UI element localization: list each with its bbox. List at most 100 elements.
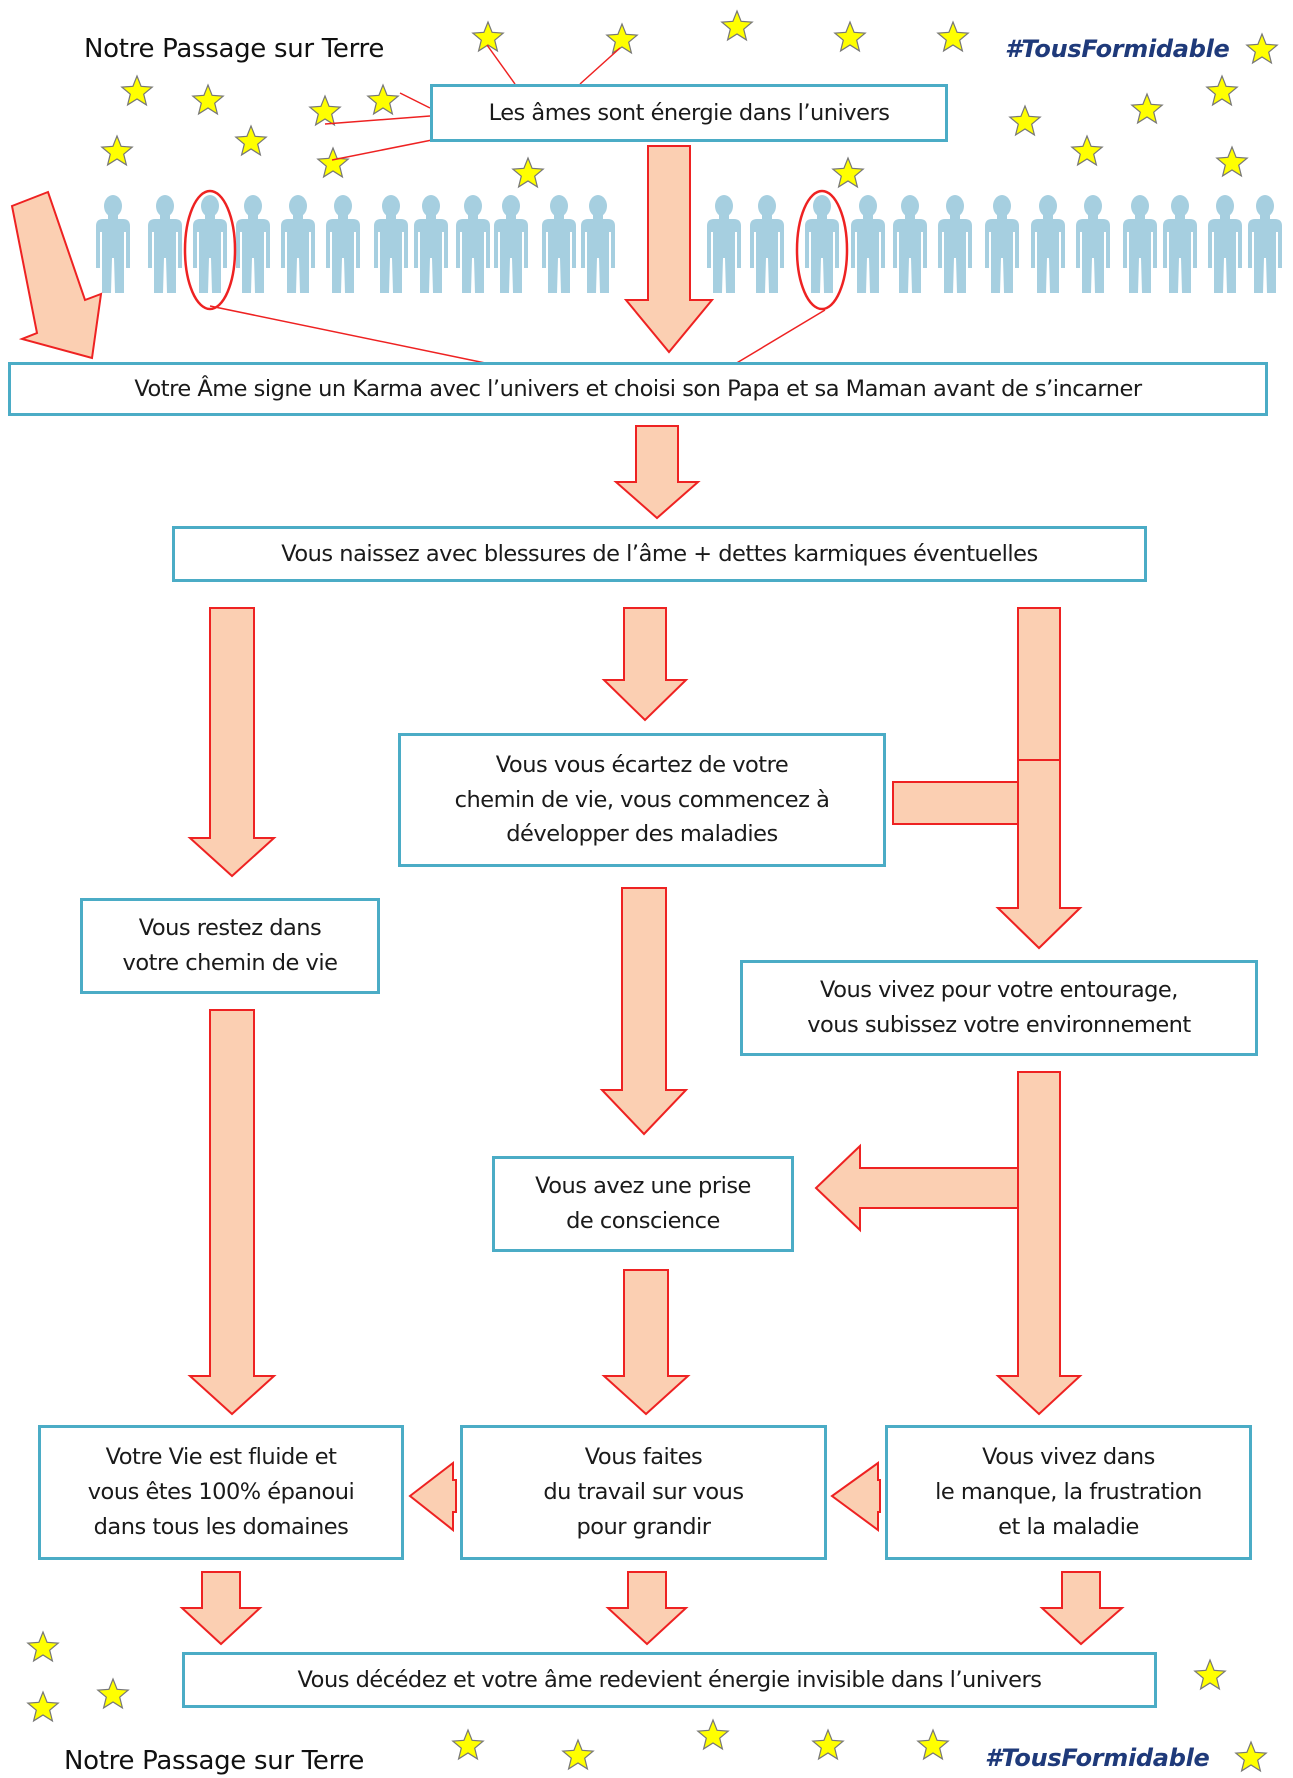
person-silhouette-icon <box>542 195 576 293</box>
star-icon <box>605 22 639 55</box>
star-icon <box>316 146 350 179</box>
arrow-down-icon <box>601 607 689 722</box>
node-souls-energy: Les âmes sont énergie dans l’univers <box>430 84 948 142</box>
person-silhouette-icon <box>326 195 360 293</box>
person-silhouette-icon <box>938 195 972 293</box>
person-silhouette-icon <box>414 195 448 293</box>
star-icon <box>26 1690 60 1723</box>
header-hashtag: #TousFormidable <box>1005 35 1230 63</box>
node-deviate-line-2: chemin de vie, vous commencez à <box>454 786 830 813</box>
arrow-down-icon <box>605 1571 689 1646</box>
person-silhouette-icon <box>456 195 490 293</box>
person-silhouette-icon <box>193 195 227 293</box>
star-icon <box>1234 1740 1268 1773</box>
node-self-work-line-2: du travail sur vous <box>543 1479 744 1506</box>
arrow-branch-connector <box>892 781 1022 825</box>
person-silhouette-icon <box>805 195 839 293</box>
footer-title: Notre Passage sur Terre <box>64 1746 365 1776</box>
node-birth-text: Vous naissez avec blessures de l’âme + d… <box>281 540 1038 567</box>
arrow-down-icon <box>179 1571 263 1646</box>
person-silhouette-icon <box>1123 195 1157 293</box>
node-lack-line-2: le manque, la frustration <box>935 1479 1202 1506</box>
arrow-down-icon <box>601 1269 691 1416</box>
person-silhouette-icon <box>1248 195 1282 293</box>
node-entourage-line-2: vous subissez votre environnement <box>807 1012 1191 1038</box>
star-icon <box>1205 74 1239 107</box>
arrow-down-icon <box>1039 1571 1125 1646</box>
star-icon <box>1008 104 1042 137</box>
node-lack-line-3: et la maladie <box>998 1513 1139 1540</box>
star-icon <box>191 83 225 116</box>
node-lack-line-1: Vous vivez dans <box>982 1444 1155 1471</box>
node-lack: Vous vivez dans le manque, la frustratio… <box>885 1425 1252 1560</box>
star-icon <box>96 1677 130 1710</box>
star-icon <box>511 156 545 189</box>
arrow-down-icon <box>187 1009 277 1416</box>
arrow-left-icon <box>830 1461 881 1532</box>
person-silhouette-icon <box>494 195 528 293</box>
star-icon <box>1193 1658 1227 1691</box>
star-icon <box>471 20 505 53</box>
star-icon <box>916 1728 950 1761</box>
person-silhouette-icon <box>96 195 130 293</box>
star-icon <box>1245 32 1279 65</box>
node-souls-energy-text: Les âmes sont énergie dans l’univers <box>488 99 890 126</box>
node-death-text: Vous décédez et votre âme redevient éner… <box>297 1666 1042 1693</box>
person-silhouette-icon <box>581 195 615 293</box>
node-karma-text: Votre Âme signe un Karma avec l’univers … <box>134 375 1142 402</box>
star-icon <box>696 1718 730 1751</box>
star-icon <box>1130 92 1164 125</box>
star-icon <box>366 83 400 116</box>
connector-lines <box>183 44 849 365</box>
node-deviate-line-3: développer des maladies <box>506 821 778 848</box>
stars-layer <box>26 9 1279 1773</box>
star-icon <box>308 94 342 127</box>
arrow-down-icon <box>613 425 701 520</box>
node-awareness: Vous avez une prise de conscience <box>492 1156 794 1252</box>
node-karma: Votre Âme signe un Karma avec l’univers … <box>8 362 1268 416</box>
node-stay-line-2: votre chemin de vie <box>122 950 338 976</box>
person-silhouette-icon <box>374 195 408 293</box>
node-fluid-life-line-3: dans tous les domaines <box>93 1513 349 1540</box>
arrow-down-icon <box>187 607 277 878</box>
person-silhouette-icon <box>985 195 1019 293</box>
node-fluid-life: Votre Vie est fluide et vous êtes 100% é… <box>38 1425 404 1560</box>
node-entourage-line-1: Vous vivez pour votre entourage, <box>820 977 1178 1004</box>
star-icon <box>561 1738 595 1771</box>
star-icon <box>831 156 865 189</box>
star-icon <box>1215 145 1249 178</box>
node-birth: Vous naissez avec blessures de l’âme + d… <box>172 526 1147 582</box>
node-stay-line-1: Vous restez dans <box>138 915 322 942</box>
person-silhouette-icon <box>236 195 270 293</box>
arrow-down-icon <box>623 145 715 354</box>
node-self-work-line-1: Vous faites <box>584 1444 703 1471</box>
node-fluid-life-line-2: vous êtes 100% épanoui <box>87 1479 355 1506</box>
arrow-left-icon <box>408 1460 457 1533</box>
person-silhouette-icon <box>148 195 182 293</box>
selected-father-ellipse <box>183 189 237 311</box>
node-death: Vous décédez et votre âme redevient éner… <box>182 1652 1157 1708</box>
person-silhouette-icon <box>750 195 784 293</box>
person-silhouette-icon <box>1163 195 1197 293</box>
star-icon <box>936 20 970 53</box>
star-icon <box>100 134 134 167</box>
star-icon <box>234 124 268 157</box>
node-self-work: Vous faites du travail sur vous pour gra… <box>460 1425 827 1560</box>
star-icon <box>1070 134 1104 167</box>
footer-hashtag: #TousFormidable <box>985 1744 1210 1772</box>
arrow-diagonal-icon <box>10 190 103 360</box>
arrow-left-icon <box>814 1143 1019 1233</box>
star-icon <box>120 74 154 107</box>
node-fluid-life-line-1: Votre Vie est fluide et <box>105 1444 337 1471</box>
person-silhouette-icon <box>281 195 315 293</box>
node-deviate-line-1: Vous vous écartez de votre <box>495 751 789 778</box>
node-deviate: Vous vous écartez de votre chemin de vie… <box>398 733 886 867</box>
arrows-layer <box>10 145 1125 1646</box>
people-row <box>96 195 1282 293</box>
person-silhouette-icon <box>707 195 741 293</box>
star-icon <box>811 1728 845 1761</box>
star-icon <box>833 20 867 53</box>
person-silhouette-icon <box>851 195 885 293</box>
arrow-down-icon <box>599 887 689 1136</box>
